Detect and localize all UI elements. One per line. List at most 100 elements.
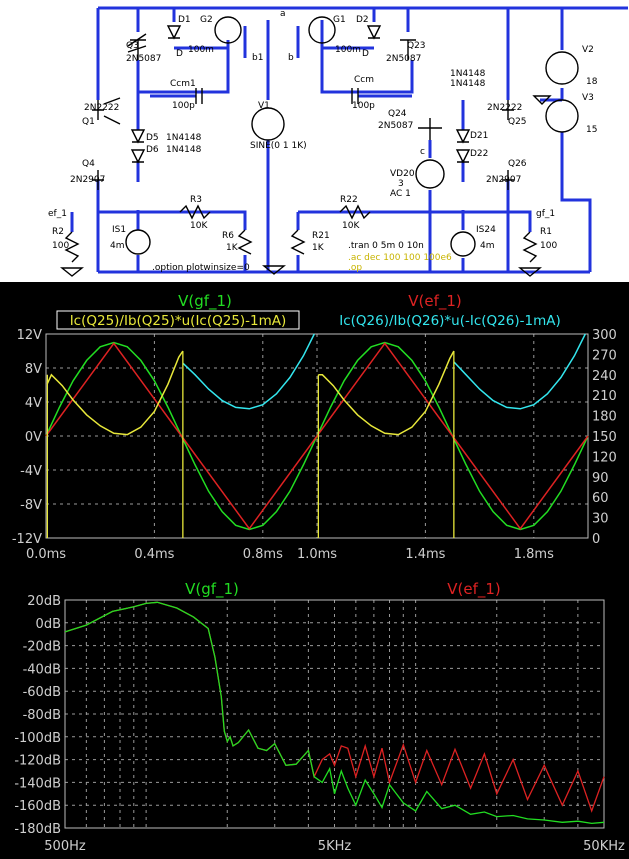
label-q26-model: 2N2907 xyxy=(486,175,521,185)
label-v1-val: SINE(0 1 1K) xyxy=(250,141,307,151)
plot1-ytick-right: 240 xyxy=(592,369,617,384)
label-net-ef1: ef_1 xyxy=(48,209,67,219)
plot1-ytick-right: 300 xyxy=(592,328,617,343)
label-d6-model: 1N4148 xyxy=(166,145,202,155)
plot2-ytick: -180dB xyxy=(14,822,61,837)
label-g1: G1 xyxy=(333,15,346,25)
label-v3-val: 15 xyxy=(586,125,597,135)
plot1-series-line-2 xyxy=(46,350,455,436)
plot1-ytick-right: 210 xyxy=(592,389,617,404)
label-net-b: b xyxy=(288,53,294,63)
plot2-border xyxy=(64,599,605,829)
label-q23-model: 2N5087 xyxy=(386,54,421,64)
directive-op: .op xyxy=(348,263,362,273)
plot1-ytick-right: 60 xyxy=(592,491,609,506)
label-is24: IS24 xyxy=(476,225,496,235)
label-r3: R3 xyxy=(190,195,202,205)
plot1-ytick-right: 90 xyxy=(592,471,609,486)
legend2-v-gf1: V(gf_1) xyxy=(185,580,239,599)
plot2-legend[interactable]: V(gf_1) V(ef_1) xyxy=(185,580,501,599)
plot2-frame xyxy=(64,599,605,829)
label-r1-val: 100 xyxy=(540,241,557,251)
label-r22: R22 xyxy=(340,195,358,205)
plot1-series xyxy=(45,333,589,538)
legend-q26-beta: Ic(Q26)/Ib(Q26)*u(-Ic(Q26)-1mA) xyxy=(339,313,560,329)
plot1-ytick-right: 180 xyxy=(592,410,617,425)
plot2-ytick: 0dB xyxy=(36,617,61,632)
label-d21-22-model-b: 1N4148 xyxy=(450,79,486,89)
label-d5: D5 xyxy=(146,133,159,143)
label-q23: Q23 xyxy=(407,41,426,51)
label-r6-val: 1K xyxy=(226,243,239,253)
label-d5-model: 1N4148 xyxy=(166,133,202,143)
plot1-ytick-right: 120 xyxy=(592,450,617,465)
label-net-b1: b1 xyxy=(252,53,263,63)
label-d1: D1 xyxy=(178,15,191,25)
label-is24-val: 4m xyxy=(480,241,495,251)
label-g1-val: 100m xyxy=(335,45,361,55)
plot2-ytick: -20dB xyxy=(23,640,61,655)
plot2-ytick: -140dB xyxy=(14,776,61,791)
label-d-net-2: D xyxy=(362,49,369,59)
plot1-xtick: 1.0ms xyxy=(297,547,337,562)
directive-tran: .tran 0 5m 0 10n xyxy=(348,241,424,251)
label-q4-model: 2N2907 xyxy=(70,175,105,185)
label-q3-model: 2N5087 xyxy=(126,54,161,64)
label-is1: IS1 xyxy=(112,225,126,235)
label-vd20-val-a: 3 xyxy=(398,179,404,189)
label-is1-val: 4m xyxy=(110,241,125,251)
label-ccm-val: 100p xyxy=(352,101,375,111)
label-r21-val: 1K xyxy=(312,243,325,253)
plot1-legend[interactable]: V(gf_1) V(ef_1) Ic(Q25)/Ib(Q25)*u(Ic(Q25… xyxy=(56,292,561,330)
plot1-ytick-left: 12V xyxy=(17,328,43,343)
label-d22: D22 xyxy=(470,149,488,159)
plot1-ytick-left: -4V xyxy=(20,464,42,479)
directives: .tran 0 5m 0 10n .ac dec 100 100 100e6 .… xyxy=(152,241,452,273)
legend-v-ef1: V(ef_1) xyxy=(408,292,462,311)
component-labels: D1 D G2 100m G1 100m D2 D a b1 b Q3 2N50… xyxy=(48,9,598,253)
label-d6: D6 xyxy=(146,145,159,155)
legend2-v-ef1: V(ef_1) xyxy=(447,580,501,599)
parts xyxy=(60,16,579,277)
label-q26: Q26 xyxy=(508,159,527,169)
label-q4: Q4 xyxy=(82,159,95,169)
plot2-xtick: 50KHz xyxy=(583,839,625,854)
label-r21: R21 xyxy=(312,231,330,241)
plot2-ytick: -120dB xyxy=(14,754,61,769)
label-r6: R6 xyxy=(222,231,234,241)
plot1-ytick-left: 0V xyxy=(25,430,42,445)
schematic-panel: D1 D G2 100m G1 100m D2 D a b1 b Q3 2N50… xyxy=(0,0,629,282)
plot1-ytick-left: -8V xyxy=(20,498,42,513)
label-q25: Q25 xyxy=(508,117,527,127)
plot2-xtick: 5KHz xyxy=(318,839,352,854)
label-vd20-val-b: AC 1 xyxy=(390,189,411,199)
plot1-xtick: 1.8ms xyxy=(514,547,554,562)
plot2-ytick: -100dB xyxy=(14,731,61,746)
plot1-ytick-right: 150 xyxy=(592,430,617,445)
label-v3: V3 xyxy=(582,93,594,103)
label-r1: R1 xyxy=(540,227,552,237)
label-net-gf1: gf_1 xyxy=(536,209,555,219)
plot2-ytick: -40dB xyxy=(23,662,61,677)
plot1-ytick-right: 0 xyxy=(592,532,600,547)
label-vd20: VD20 xyxy=(390,169,415,179)
legend-q25-beta: Ic(Q25)/Ib(Q25)*u(Ic(Q25)-1mA) xyxy=(70,313,287,329)
label-q1-model: 2N2222 xyxy=(84,103,119,113)
label-ccm1: Ccm1 xyxy=(170,79,196,89)
plot1-ytick-left: 8V xyxy=(25,362,42,377)
legend-v-gf1: V(gf_1) xyxy=(178,292,232,311)
plot1-ytick-left: -12V xyxy=(12,532,42,547)
label-v2-val: 18 xyxy=(586,77,598,87)
label-g2-val: 100m xyxy=(188,45,214,55)
label-v2: V2 xyxy=(582,45,594,55)
plot2-ytick: -60dB xyxy=(23,685,61,700)
plot1-ytick-right: 270 xyxy=(592,348,617,363)
label-r3-val: 10K xyxy=(190,221,208,231)
plot2-series xyxy=(64,601,605,825)
label-d21-22-model-a: 1N4148 xyxy=(450,69,486,79)
label-r2-val: 100 xyxy=(52,241,69,251)
